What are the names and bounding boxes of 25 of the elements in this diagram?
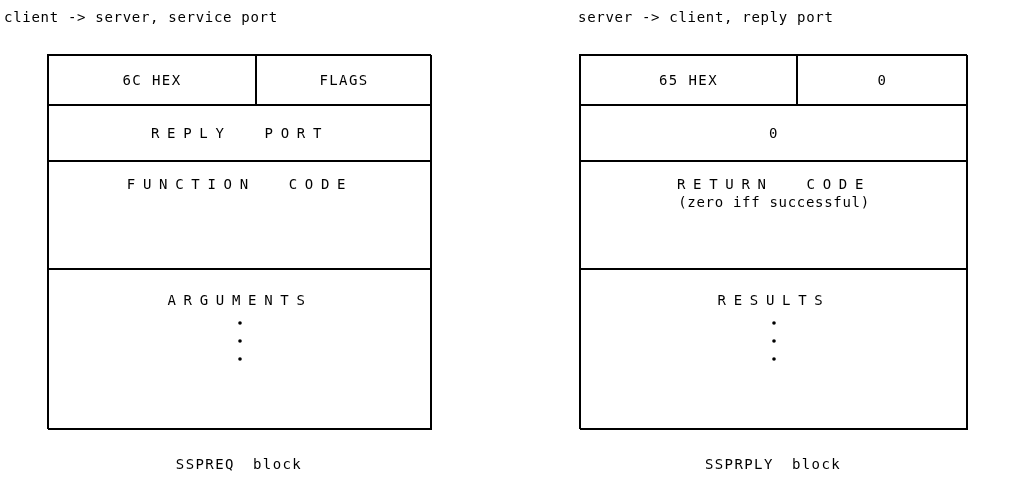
cell-text: RESULTS — [717, 291, 831, 310]
cell-text: ARGUMENTS — [167, 291, 313, 310]
table-cell — [580, 269, 968, 430]
block-heading: client -> server, service port — [4, 8, 278, 27]
cell-text: 0 — [877, 70, 888, 90]
table-cell — [48, 161, 432, 269]
cell-text: FLAGS — [319, 70, 369, 90]
cell-text: REPLY PORT — [150, 123, 330, 143]
cell-text: 65 HEX — [659, 70, 718, 90]
table-cell — [48, 55, 256, 105]
cell-text: 6C HEX — [122, 70, 182, 90]
block-caption: SSPRPLY block — [703, 455, 843, 474]
table-cell — [580, 161, 968, 269]
cell-note: (zero iff successful) — [678, 195, 870, 209]
table-cell — [580, 105, 968, 161]
table-cell — [48, 105, 432, 161]
table-cell — [48, 269, 432, 430]
cell-text: FUNCTION CODE — [126, 175, 354, 194]
table-cell — [580, 55, 797, 105]
block-caption: SSPREQ block — [174, 455, 304, 474]
cell-text: 0 — [769, 123, 779, 143]
cell-text: RETURN CODE — [676, 175, 872, 194]
table-cell — [797, 55, 968, 105]
table-cell — [256, 55, 432, 105]
block-heading: server -> client, reply port — [578, 8, 834, 27]
